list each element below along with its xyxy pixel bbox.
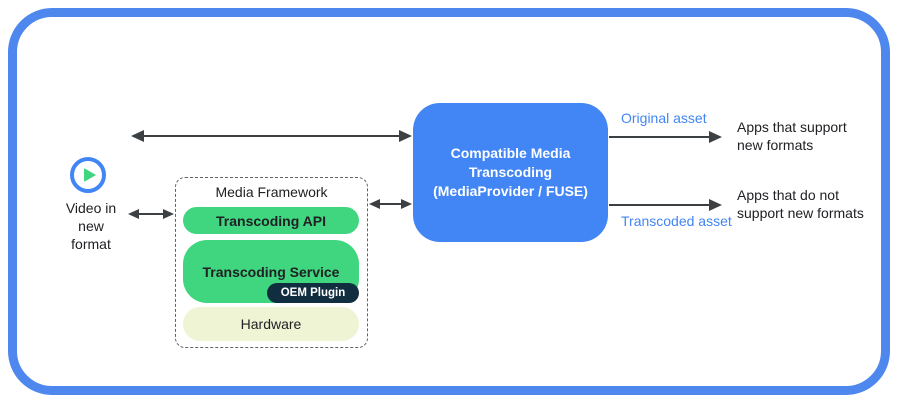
- compatible-media-transcoding-label: Compatible Media Transcoding (MediaProvi…: [433, 145, 588, 199]
- original-asset-label: Original asset: [621, 110, 707, 126]
- play-triangle-icon: [84, 168, 96, 182]
- hardware-layer: Hardware: [183, 307, 359, 341]
- apps-not-support-text: Apps that do not support new formats: [737, 187, 864, 221]
- media-framework-box: Media Framework Transcoding API Transcod…: [175, 177, 368, 348]
- video-format-caption: Video in new format: [65, 200, 117, 252]
- transcoding-service-label: Transcoding Service: [202, 263, 340, 280]
- transcoding-service-layer: Transcoding Service OEM Plugin: [183, 240, 359, 303]
- oem-plugin-badge: OEM Plugin: [267, 283, 359, 303]
- transcoding-api-label: Transcoding API: [216, 212, 326, 229]
- play-icon: [70, 157, 106, 193]
- hardware-label: Hardware: [240, 316, 302, 332]
- transcoding-api-layer: Transcoding API: [183, 207, 359, 234]
- apps-support-text: Apps that support new formats: [737, 119, 847, 153]
- media-framework-title: Media Framework: [215, 184, 328, 200]
- rounded-border-frame: [8, 8, 890, 395]
- compatible-media-transcoding-box: Compatible Media Transcoding (MediaProvi…: [413, 103, 608, 242]
- transcoded-asset-label: Transcoded asset: [621, 213, 732, 229]
